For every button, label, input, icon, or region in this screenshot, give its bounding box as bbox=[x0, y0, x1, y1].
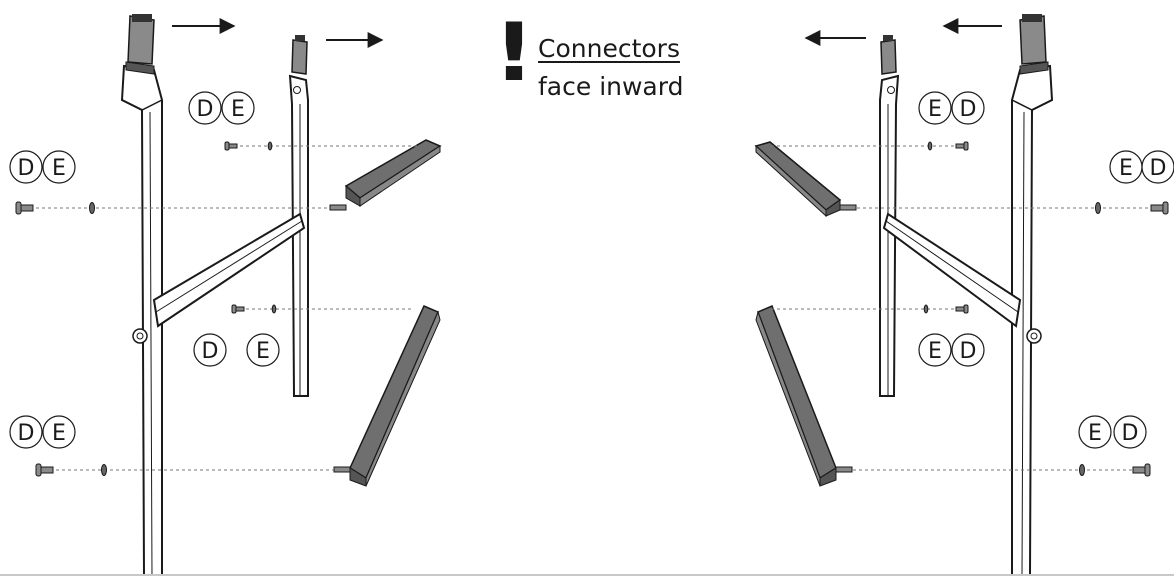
connector-block bbox=[125, 14, 155, 75]
washer-icon bbox=[923, 304, 929, 314]
svg-text:!: ! bbox=[493, 7, 535, 100]
washer-icon bbox=[89, 202, 95, 214]
left-inner-leg bbox=[288, 35, 309, 397]
label-e-circle: E bbox=[918, 333, 952, 367]
svg-text:D: D bbox=[197, 97, 214, 122]
label-e-circle: E bbox=[918, 91, 952, 125]
bolt-icon bbox=[224, 141, 238, 151]
svg-text:D: D bbox=[18, 156, 35, 181]
label-d-circle: D bbox=[188, 91, 222, 125]
right-lower-rail bbox=[755, 305, 853, 487]
svg-text:D: D bbox=[18, 421, 35, 446]
bolt-icon bbox=[15, 201, 34, 215]
washer-icon bbox=[1079, 464, 1085, 476]
label-d-circle: D bbox=[951, 91, 985, 125]
right-upper-rail bbox=[754, 141, 857, 218]
label-d-circle: D bbox=[9, 415, 43, 449]
svg-text:E: E bbox=[1119, 156, 1133, 181]
svg-text:D: D bbox=[1122, 421, 1139, 446]
left-outer-leg bbox=[120, 14, 163, 577]
label-d-circle: D bbox=[1141, 150, 1174, 184]
svg-text:E: E bbox=[52, 421, 66, 446]
connector-block bbox=[880, 35, 897, 75]
label-e-circle: E bbox=[1078, 415, 1112, 449]
bolt-icon bbox=[231, 304, 245, 314]
svg-text:D: D bbox=[1150, 156, 1167, 181]
label-d-circle: D bbox=[1113, 415, 1147, 449]
svg-text:E: E bbox=[256, 339, 270, 364]
bottom-divider bbox=[0, 574, 1174, 576]
bolt-icon bbox=[1132, 463, 1151, 477]
svg-text:E: E bbox=[231, 97, 245, 122]
left-lower-rail bbox=[333, 305, 441, 487]
bolt-icon bbox=[35, 463, 54, 477]
washer-icon bbox=[927, 141, 933, 151]
svg-text:E: E bbox=[928, 339, 942, 364]
left-cross-brace bbox=[152, 212, 306, 328]
svg-text:E: E bbox=[1088, 421, 1102, 446]
svg-text:E: E bbox=[928, 97, 942, 122]
washer-icon bbox=[267, 141, 273, 151]
note-body: face inward bbox=[538, 72, 684, 101]
alignment-lines-right bbox=[770, 145, 1154, 471]
bolt-icon bbox=[955, 304, 969, 314]
warning-mark-icon: ! bbox=[493, 7, 535, 100]
label-d-circle: D bbox=[193, 333, 227, 367]
svg-text:D: D bbox=[202, 339, 219, 364]
label-d-circle: D bbox=[951, 333, 985, 367]
right-outer-leg bbox=[1011, 14, 1054, 577]
washer-icon bbox=[271, 304, 277, 314]
washer-icon bbox=[1095, 202, 1101, 214]
svg-text:D: D bbox=[960, 339, 977, 364]
left-upper-rail bbox=[329, 139, 442, 211]
washer-icon bbox=[101, 464, 107, 476]
right-cross-brace bbox=[882, 212, 1022, 328]
label-e-circle: E bbox=[1109, 150, 1143, 184]
label-e-circle: E bbox=[221, 91, 255, 125]
connector-block bbox=[291, 35, 308, 75]
label-e-circle: E bbox=[42, 415, 76, 449]
label-e-circle: E bbox=[246, 333, 280, 367]
svg-text:E: E bbox=[52, 156, 66, 181]
svg-text:D: D bbox=[960, 97, 977, 122]
label-d-circle: D bbox=[9, 150, 43, 184]
bolt-icon bbox=[955, 141, 969, 151]
note-title: Connectors bbox=[538, 34, 680, 63]
label-e-circle: E bbox=[42, 150, 76, 184]
connector-block bbox=[1019, 14, 1049, 75]
right-inner-leg bbox=[879, 35, 900, 397]
bolt-icon bbox=[1150, 201, 1169, 215]
